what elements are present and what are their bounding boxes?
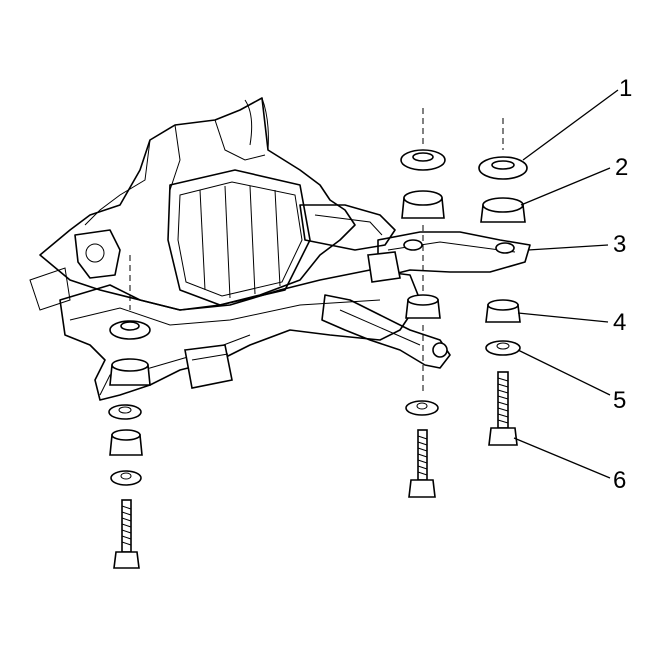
callout-3: 3 [613,231,626,258]
part-5-washer [485,340,521,356]
front-crossmember [59,204,421,401]
callout-1: 1 [619,75,632,102]
callout-5: 5 [613,387,626,414]
callout-6: 6 [613,467,626,494]
callout-4: 4 [613,309,626,336]
support-brace [367,231,531,283]
leader-lines [513,89,619,479]
lower-control-arm [321,294,451,369]
middle-mount-stack [400,108,446,498]
callout-2: 2 [615,154,628,181]
engine-transmission-assembly [29,97,356,311]
right-mount-stack [478,118,528,446]
left-mount-stack [108,255,151,569]
